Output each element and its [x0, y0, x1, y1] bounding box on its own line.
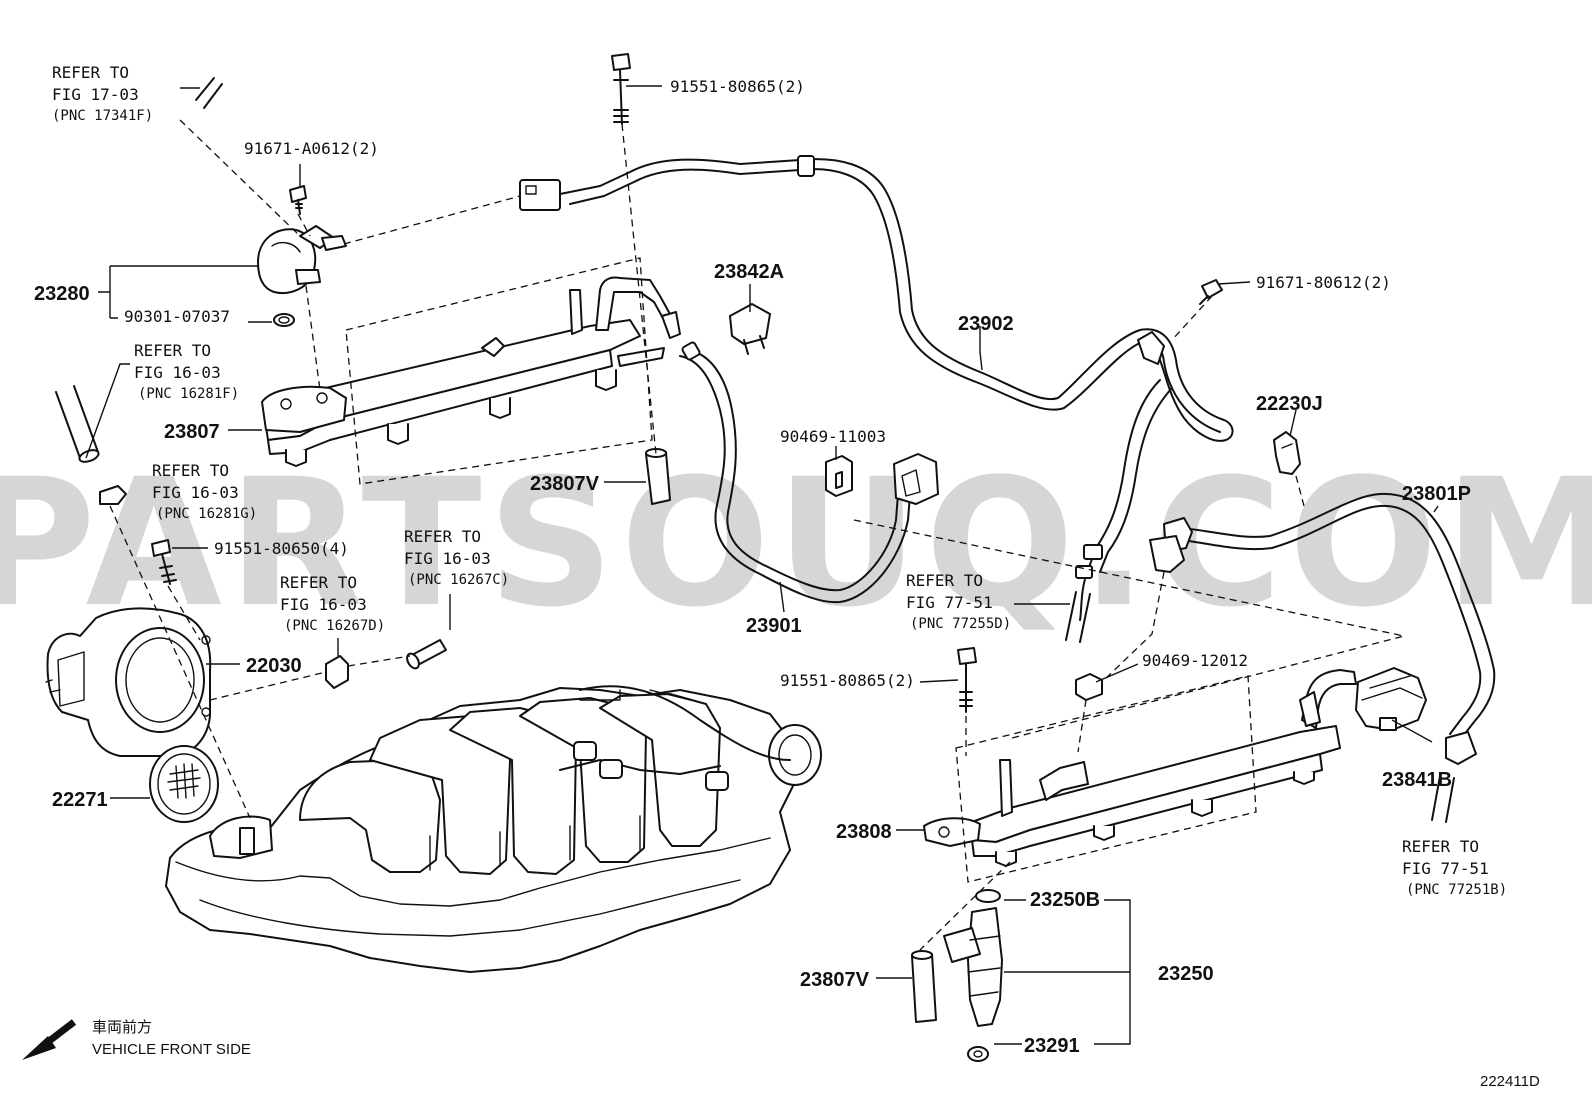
- ref-16267c: REFER TO FIG 16-03 (PNC 16267C): [404, 527, 509, 588]
- pn-23902: 23902: [958, 313, 1014, 335]
- hw-90301-07037: 90301-07037: [124, 307, 230, 326]
- ref-16267d: REFER TO FIG 16-03 (PNC 16267D): [280, 573, 385, 634]
- intake-manifold-drawing: [165, 685, 822, 973]
- hw-91551-80650: 91551-80650(4): [214, 539, 349, 558]
- fuel-rail-right-drawing: [923, 669, 1357, 867]
- watermark: PARTSOUQ.COM: [0, 441, 1592, 646]
- hw-90469-11003: 90469-11003: [780, 427, 886, 446]
- pn-23291: 23291: [1024, 1035, 1080, 1057]
- hw-91551-80865-top: 91551-80865(2): [670, 77, 805, 96]
- front-note-jp: 車両前方: [92, 1018, 152, 1036]
- assembly-box-right: [955, 675, 1257, 883]
- pn-23250: 23250: [1158, 963, 1214, 985]
- fuel-lines-drawing: [519, 155, 1496, 765]
- fuel-rail-left-drawing: [261, 276, 681, 467]
- pn-23280: 23280: [34, 283, 90, 305]
- ref-16281g: REFER TO FIG 16-03 (PNC 16281G): [152, 461, 257, 522]
- vehicle-front-arrow-icon: [22, 1019, 77, 1060]
- pn-22030: 22030: [246, 655, 302, 677]
- hw-90469-12012: 90469-12012: [1142, 651, 1248, 670]
- pn-23841b: 23841B: [1382, 769, 1452, 791]
- assembly-box-left: [345, 257, 653, 485]
- pn-22271: 22271: [52, 789, 108, 811]
- hw-91671-a0612: 91671-A0612(2): [244, 139, 379, 158]
- ref-17341f: REFER TO FIG 17-03 (PNC 17341F): [52, 63, 153, 124]
- pn-23801p: 23801P: [1402, 483, 1471, 505]
- front-note-en: VEHICLE FRONT SIDE: [92, 1041, 251, 1058]
- ref-77255d: REFER TO FIG 77-51 (PNC 77255D): [906, 571, 1011, 632]
- pn-23842a: 23842A: [714, 261, 784, 283]
- figure-code: 222411D: [1480, 1073, 1540, 1090]
- hw-91671-80612: 91671-80612(2): [1256, 273, 1391, 292]
- pn-23901: 23901: [746, 615, 802, 637]
- leader-lines: [85, 85, 1439, 1045]
- pn-23807v-bottom: 23807V: [800, 969, 870, 991]
- pn-22230j: 22230J: [1256, 393, 1323, 415]
- hw-91551-80865-bottom: 91551-80865(2): [780, 671, 915, 690]
- pn-23250b: 23250B: [1030, 889, 1100, 911]
- ref-77251b: REFER TO FIG 77-51 (PNC 77251B): [1402, 837, 1507, 898]
- component-parts: [45, 53, 1455, 1062]
- ref-16281f: REFER TO FIG 16-03 (PNC 16281F): [134, 341, 239, 402]
- dashed-reference-lines: [109, 119, 1405, 951]
- pn-23807: 23807: [164, 421, 220, 443]
- pn-23807v-top: 23807V: [530, 473, 600, 495]
- pn-23808: 23808: [836, 821, 892, 843]
